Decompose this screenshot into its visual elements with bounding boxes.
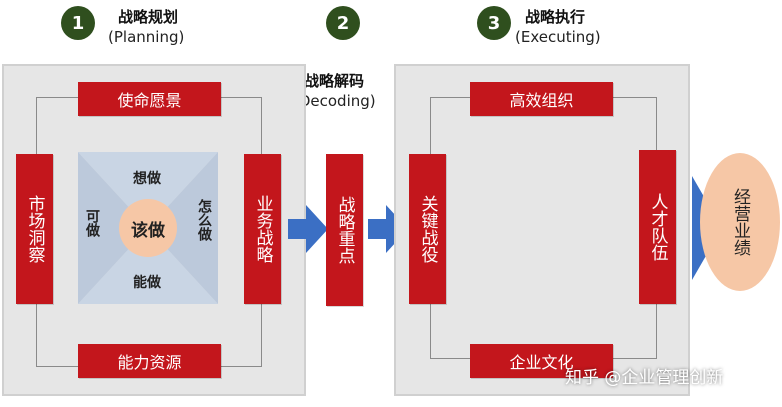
arrow-2 [368, 205, 408, 253]
triangle-top [78, 152, 218, 228]
result-performance: 经营业绩 [700, 153, 780, 291]
arrow-1 [288, 205, 328, 253]
step-1-subtitle: (Planning) [108, 28, 185, 46]
box-strategic-focus: 战略重点 [326, 154, 363, 306]
label-able: 能做 [133, 275, 161, 291]
executing-frame [430, 97, 657, 359]
step-2-subtitle: (Decoding) [293, 92, 376, 110]
step-2-title: 战略解码 [304, 72, 365, 90]
triangle-right [148, 152, 218, 304]
label-want: 想做 [133, 171, 161, 187]
box-efficient-organization: 高效组织 [470, 82, 613, 116]
step-1-badge: 1 [61, 6, 95, 40]
box-talent-team: 人才队伍 [639, 150, 676, 304]
center-should: 该做 [119, 199, 177, 257]
label-can: 可做 [84, 209, 100, 237]
triangle-left [78, 152, 148, 304]
step-3-subtitle: (Executing) [515, 28, 601, 46]
watermark: 知乎 @企业管理创新 [565, 368, 724, 388]
box-key-battles: 关键战役 [409, 154, 446, 304]
planning-triangles [78, 152, 218, 304]
step-3-title: 战略执行 [525, 8, 586, 26]
step-1-title: 战略规划 [118, 8, 179, 26]
box-corporate-culture: 企业文化 [470, 344, 613, 378]
box-mission-vision: 使命愿景 [78, 82, 221, 116]
box-market-insight: 市场洞察 [16, 154, 53, 304]
box-capability-resources: 能力资源 [78, 344, 221, 378]
result-label: 经营业绩 [730, 188, 750, 256]
step-2-badge: 2 [326, 6, 360, 40]
box-business-strategy: 业务战略 [244, 154, 281, 304]
triangle-bottom [78, 228, 218, 304]
label-how: 怎么做 [196, 199, 212, 241]
step-3-badge: 3 [477, 6, 511, 40]
